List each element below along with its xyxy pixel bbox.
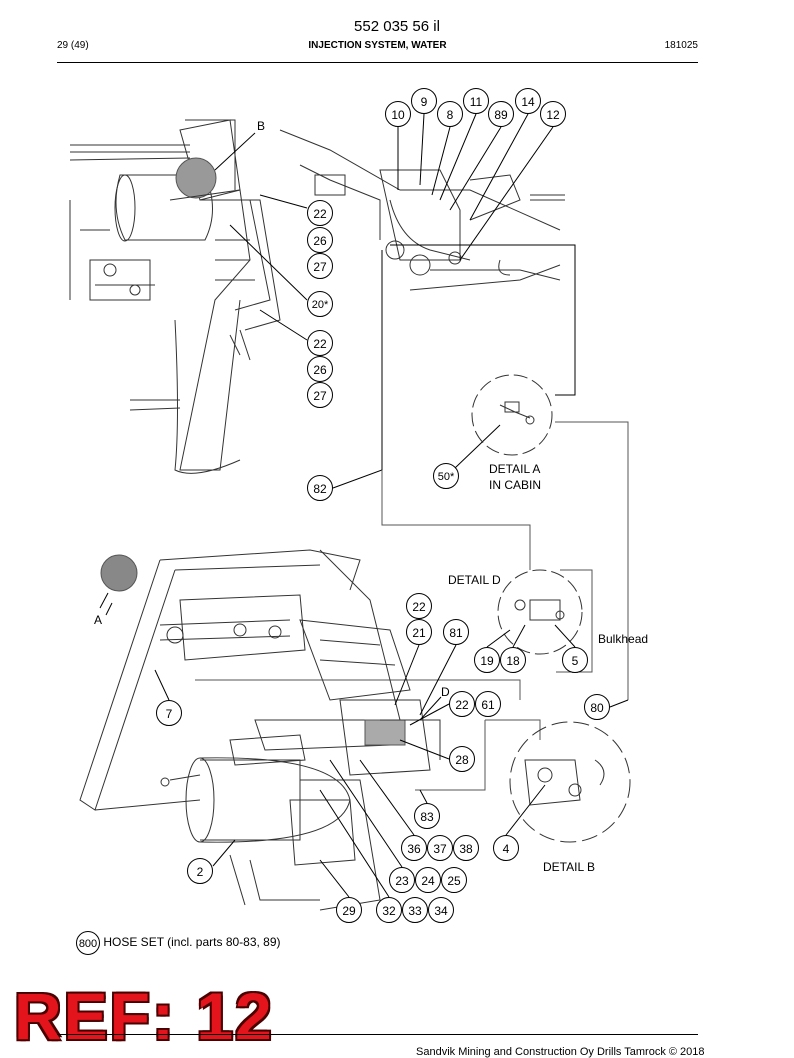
- item-balloon: 2: [187, 858, 213, 884]
- hose-route-lines: [195, 421, 629, 791]
- item-balloon: 10: [385, 101, 411, 127]
- view-label: A: [94, 613, 103, 627]
- item-balloon: 7: [156, 700, 182, 726]
- item-balloon: 61: [475, 691, 501, 717]
- view-label: Bulkhead: [598, 632, 649, 646]
- item-balloon: 19: [474, 647, 500, 673]
- item-balloon: 12: [540, 101, 566, 127]
- lower-main-frame: [79, 549, 441, 911]
- item-balloon: 28: [449, 746, 475, 772]
- item-balloon: 26: [307, 227, 333, 253]
- revision-date: 181025: [664, 40, 698, 51]
- item-balloon: 24: [415, 867, 441, 893]
- item-balloon: 22: [307, 200, 333, 226]
- item-balloon: 4: [493, 835, 519, 861]
- item-balloon: 26: [307, 356, 333, 382]
- item-balloon: 5: [562, 647, 588, 673]
- view-label: DETAIL A: [489, 462, 541, 476]
- item-balloon: 50*: [433, 463, 459, 489]
- detail-a-view: [471, 374, 553, 456]
- item-balloon: 36: [401, 835, 427, 861]
- view-label: DETAIL B: [543, 860, 596, 874]
- item-balloon: 81: [443, 619, 469, 645]
- item-balloon: 21: [406, 619, 432, 645]
- upper-left-assembly: [69, 119, 281, 474]
- sticker-a: [99, 554, 138, 609]
- footer-divider: [57, 1034, 698, 1035]
- item-balloon: 83: [414, 803, 440, 829]
- leader-lines-bottom: [105, 602, 629, 898]
- document-number: 552 035 56 il: [354, 18, 440, 35]
- item-balloon: 8: [437, 101, 463, 127]
- item-balloon: 82: [307, 475, 333, 501]
- footer-copyright: Sandvik Mining and Construction Oy Drill…: [416, 1046, 705, 1058]
- item-balloon: 9: [411, 88, 437, 114]
- item-balloon: 22: [307, 330, 333, 356]
- item-balloon: 34: [428, 897, 454, 923]
- item-balloon: 37: [427, 835, 453, 861]
- item-balloon: 38: [453, 835, 479, 861]
- view-label: B: [257, 119, 266, 133]
- hose-set-note: 800 HOSE SET (incl. parts 80-83, 89): [76, 931, 281, 955]
- hose-set-balloon: 800: [76, 931, 100, 955]
- item-balloon: 27: [307, 253, 333, 279]
- item-balloon: 33: [402, 897, 428, 923]
- item-balloon: 25: [441, 867, 467, 893]
- item-balloon: 18: [500, 647, 526, 673]
- item-balloon: 27: [307, 382, 333, 408]
- leader-lines-top: [214, 113, 576, 489]
- view-label: D: [441, 685, 450, 699]
- item-balloon: 22: [449, 691, 475, 717]
- header-divider: [57, 62, 698, 63]
- detail-b-view: [509, 721, 631, 843]
- item-balloon: 23: [389, 867, 415, 893]
- item-balloon: 29: [336, 897, 362, 923]
- page-title: INJECTION SYSTEM, WATER: [308, 40, 447, 51]
- item-balloon: 32: [376, 897, 402, 923]
- item-balloon: 89: [488, 101, 514, 127]
- view-label: IN CABIN: [489, 478, 542, 492]
- hose-set-text: HOSE SET (incl. parts 80-83, 89): [103, 935, 281, 950]
- view-label: DETAIL D: [448, 573, 501, 587]
- item-balloon: 22: [406, 593, 432, 619]
- item-balloon: 80: [584, 694, 610, 720]
- page-number: 29 (49): [57, 40, 89, 51]
- item-balloon: 11: [463, 88, 489, 114]
- item-balloon: 20*: [307, 291, 333, 317]
- ref-stamp: REF: 12: [14, 979, 274, 1053]
- item-balloon: 14: [515, 88, 541, 114]
